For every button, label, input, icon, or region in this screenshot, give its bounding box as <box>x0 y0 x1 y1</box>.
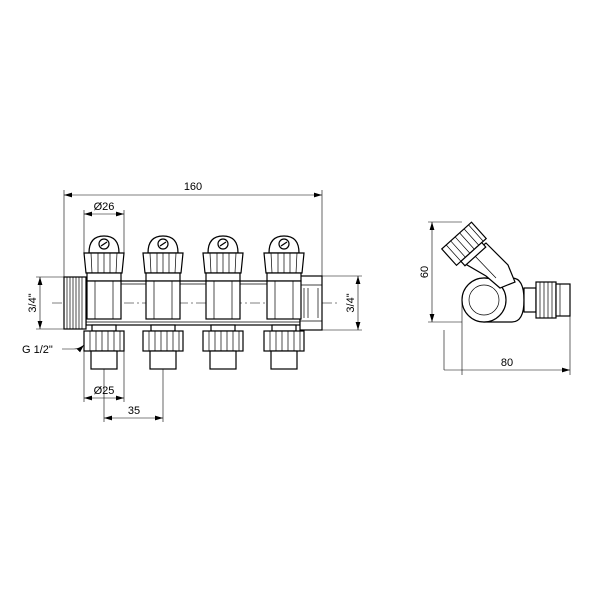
dim-side-height: 60 <box>419 221 462 323</box>
valve-3 <box>202 235 244 370</box>
inlet-male-thread <box>63 276 87 330</box>
valve-2-union-nut <box>142 324 184 370</box>
valve-1-union-nut <box>83 324 125 370</box>
valve-2-cap <box>142 235 184 274</box>
side-view: 60 80 <box>419 221 571 375</box>
side-valve-cap <box>440 221 488 267</box>
valve-3-cap <box>202 235 244 274</box>
dim-overall-length-label: 160 <box>184 181 202 193</box>
callout-branch-thread: G 1/2" <box>22 344 85 356</box>
valve-1 <box>83 235 125 370</box>
manifold-body <box>52 280 338 326</box>
dim-side-depth: 80 <box>443 300 571 375</box>
front-view: 160 Ø26 3/4" 3/4" G 1/2" <box>22 181 362 422</box>
dim-inlet-thread: 3/4" <box>27 276 64 330</box>
side-union-nut <box>523 281 571 319</box>
dim-side-depth-label: 80 <box>501 357 513 369</box>
dim-cap-diameter: Ø26 <box>83 201 125 253</box>
dim-outlet-thread-label: 3/4" <box>345 293 357 312</box>
dim-side-height-label: 60 <box>419 266 431 278</box>
callout-branch-thread-label: G 1/2" <box>22 344 53 356</box>
dim-branch-pitch: 35 <box>103 369 164 422</box>
valve-3-union-nut <box>202 324 244 370</box>
valve-1-cap <box>83 235 125 274</box>
valve-4 <box>263 235 305 370</box>
side-body <box>461 277 525 323</box>
dim-inlet-thread-label: 3/4" <box>27 293 39 312</box>
dim-cap-diameter-label: Ø26 <box>94 201 115 213</box>
valve-4-union-nut <box>263 324 305 370</box>
dim-branch-pitch-label: 35 <box>128 405 140 417</box>
dim-overall-length: 160 <box>63 181 323 277</box>
valve-2 <box>142 235 184 370</box>
outlet-female-connector <box>299 275 323 331</box>
dim-outlet-thread: 3/4" <box>322 275 362 331</box>
valve-4-cap <box>263 235 305 274</box>
